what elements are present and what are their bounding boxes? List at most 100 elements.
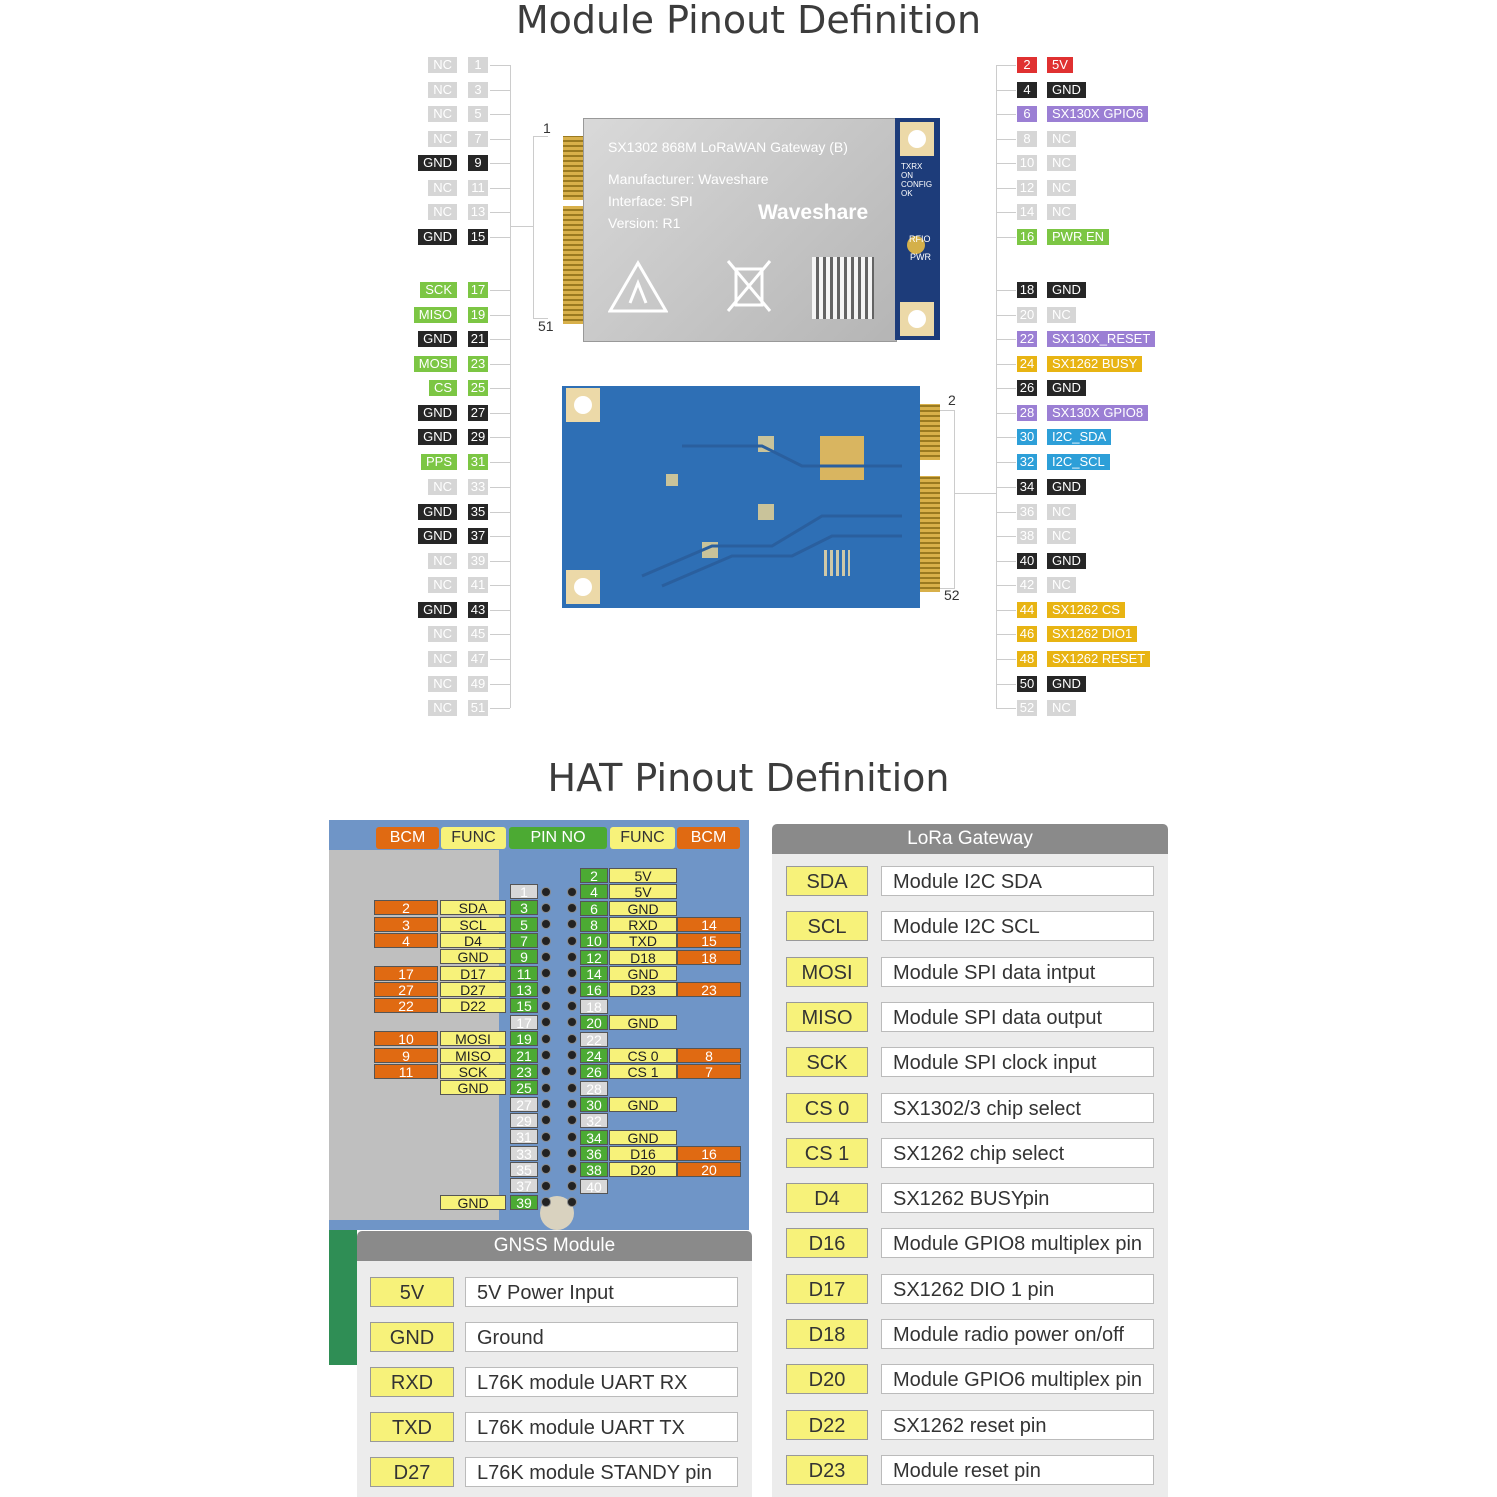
hat-pin-even: 4 — [580, 884, 608, 900]
right-pin-label: GND — [1047, 479, 1086, 495]
right-pin-label: NC — [1047, 577, 1076, 593]
hat-func-right: GND — [609, 966, 677, 982]
right-pin-number: 6 — [1017, 106, 1037, 122]
left-pin-number: 27 — [468, 405, 488, 421]
hat-pin-dot — [567, 1197, 577, 1208]
gnss-desc: 5V Power Input — [465, 1277, 738, 1307]
hat-pin-dot — [567, 1050, 577, 1060]
hat-func-left: SDA — [440, 900, 506, 916]
gnss-key: TXD — [370, 1412, 454, 1442]
right-pin-label: GND — [1047, 82, 1086, 98]
left-pin-tick — [490, 512, 510, 513]
left-pin-number: 11 — [468, 180, 488, 196]
hat-pin-odd: 35 — [510, 1161, 538, 1177]
hat-bcm-right: 16 — [677, 1145, 741, 1161]
hat-pin-dot — [541, 1066, 551, 1077]
hat-pin-dot — [567, 951, 577, 962]
left-pin-tick — [490, 65, 510, 66]
gnss-desc: L76K module UART RX — [465, 1367, 738, 1397]
hat-pin-odd: 21 — [510, 1047, 538, 1063]
hat-header-bcm-right: BCM — [677, 827, 740, 849]
left-pin-tick — [490, 561, 510, 562]
right-pin-label: SX1262 CS — [1047, 602, 1125, 618]
left-pin-tick — [490, 413, 510, 414]
left-pin-tick — [490, 114, 510, 115]
right-pin-label: NC — [1047, 528, 1076, 544]
gnss-key: RXD — [370, 1367, 454, 1397]
bottom-board-connector — [954, 493, 996, 494]
left-pin-number: 1 — [468, 57, 488, 73]
right-pin-label: GND — [1047, 282, 1086, 298]
hat-func-right: CS 0 — [609, 1047, 677, 1063]
left-pin-tick — [490, 163, 510, 164]
hat-pin-dot — [567, 968, 577, 979]
right-pin-number: 30 — [1017, 429, 1037, 445]
lora-desc: Module SPI data output — [881, 1001, 1154, 1032]
lora-module-shield: SX1302 868M LoRaWAN Gateway (B) Manufact… — [583, 118, 897, 342]
right-pin-number: 2 — [1017, 57, 1037, 73]
lora-desc: SX1262 chip select — [881, 1137, 1154, 1168]
right-pin-number: 16 — [1017, 229, 1037, 245]
gnss-key: D27 — [370, 1457, 454, 1487]
hat-func-right: D20 — [609, 1162, 677, 1178]
left-pin-label: SCK — [420, 282, 457, 298]
lora-module-pcb-back — [562, 386, 920, 608]
right-pin-tick — [996, 339, 1016, 340]
left-pin-number: 49 — [468, 676, 488, 692]
hat-pin-dot — [567, 1131, 577, 1142]
left-pin-number: 21 — [468, 331, 488, 347]
left-pin-number: 51 — [468, 700, 488, 716]
lora-key: D20 — [786, 1364, 868, 1395]
hat-pin-odd: 7 — [510, 933, 538, 949]
bottom-edge-contacts-1 — [920, 404, 940, 460]
lora-desc: SX1302/3 chip select — [881, 1092, 1154, 1123]
hat-bcm-right: 14 — [677, 917, 741, 933]
hat-pin-even: 36 — [580, 1145, 608, 1161]
right-pin-number: 48 — [1017, 651, 1037, 667]
right-pin-number: 42 — [1017, 577, 1037, 593]
hat-pin-dot — [541, 1099, 551, 1110]
hat-pin-even: 34 — [580, 1129, 608, 1145]
left-pin-label: GND — [418, 331, 457, 347]
hat-bcm-left: 10 — [374, 1031, 438, 1047]
hat-func-left: D22 — [440, 998, 506, 1014]
top-edge-contacts-1 — [563, 136, 583, 200]
right-pin-tick — [996, 708, 1016, 709]
left-pin-label: NC — [428, 180, 457, 196]
right-pin-label: SX130X GPIO6 — [1047, 106, 1149, 122]
right-pin-tick — [996, 139, 1016, 140]
left-pin-number: 25 — [468, 380, 488, 396]
right-pin-label: NC — [1047, 155, 1076, 171]
hat-bcm-left: 27 — [374, 982, 438, 998]
hat-bcm-right: 18 — [677, 949, 741, 965]
hat-pin-odd: 23 — [510, 1063, 538, 1079]
hat-header-func-right: FUNC — [610, 827, 675, 849]
hat-pin-odd: 17 — [510, 1014, 538, 1030]
hat-func-left: D4 — [440, 933, 506, 949]
left-pin-tick — [490, 339, 510, 340]
hat-func-right: GND — [609, 1015, 677, 1031]
right-pin-label: NC — [1047, 700, 1076, 716]
hat-pin-odd: 39 — [510, 1194, 538, 1210]
hat-bcm-left: 9 — [374, 1047, 438, 1063]
hat-func-right: 5V — [609, 884, 677, 900]
hat-func-left: GND — [440, 949, 506, 965]
left-pin-label: GND — [418, 504, 457, 520]
hat-bcm-right: 8 — [677, 1047, 741, 1063]
hat-func-left: D27 — [440, 982, 506, 998]
left-pin-tick — [490, 659, 510, 660]
chip-pad — [820, 436, 864, 480]
hat-func-left: MOSI — [440, 1031, 506, 1047]
hat-pin-even: 8 — [580, 917, 608, 933]
right-pin-tick — [996, 388, 1016, 389]
right-pin-tick — [996, 237, 1016, 238]
lora-key: D17 — [786, 1273, 868, 1304]
right-pin-label: SX1262 DIO1 — [1047, 626, 1138, 642]
hat-pcb-edge — [329, 1230, 357, 1365]
left-pin-label: NC — [428, 577, 457, 593]
lora-key: MISO — [786, 1001, 868, 1032]
hat-pin-even: 10 — [580, 933, 608, 949]
left-pin-number: 33 — [468, 479, 488, 495]
hat-pin-odd: 33 — [510, 1145, 538, 1161]
right-pin-number: 26 — [1017, 380, 1037, 396]
